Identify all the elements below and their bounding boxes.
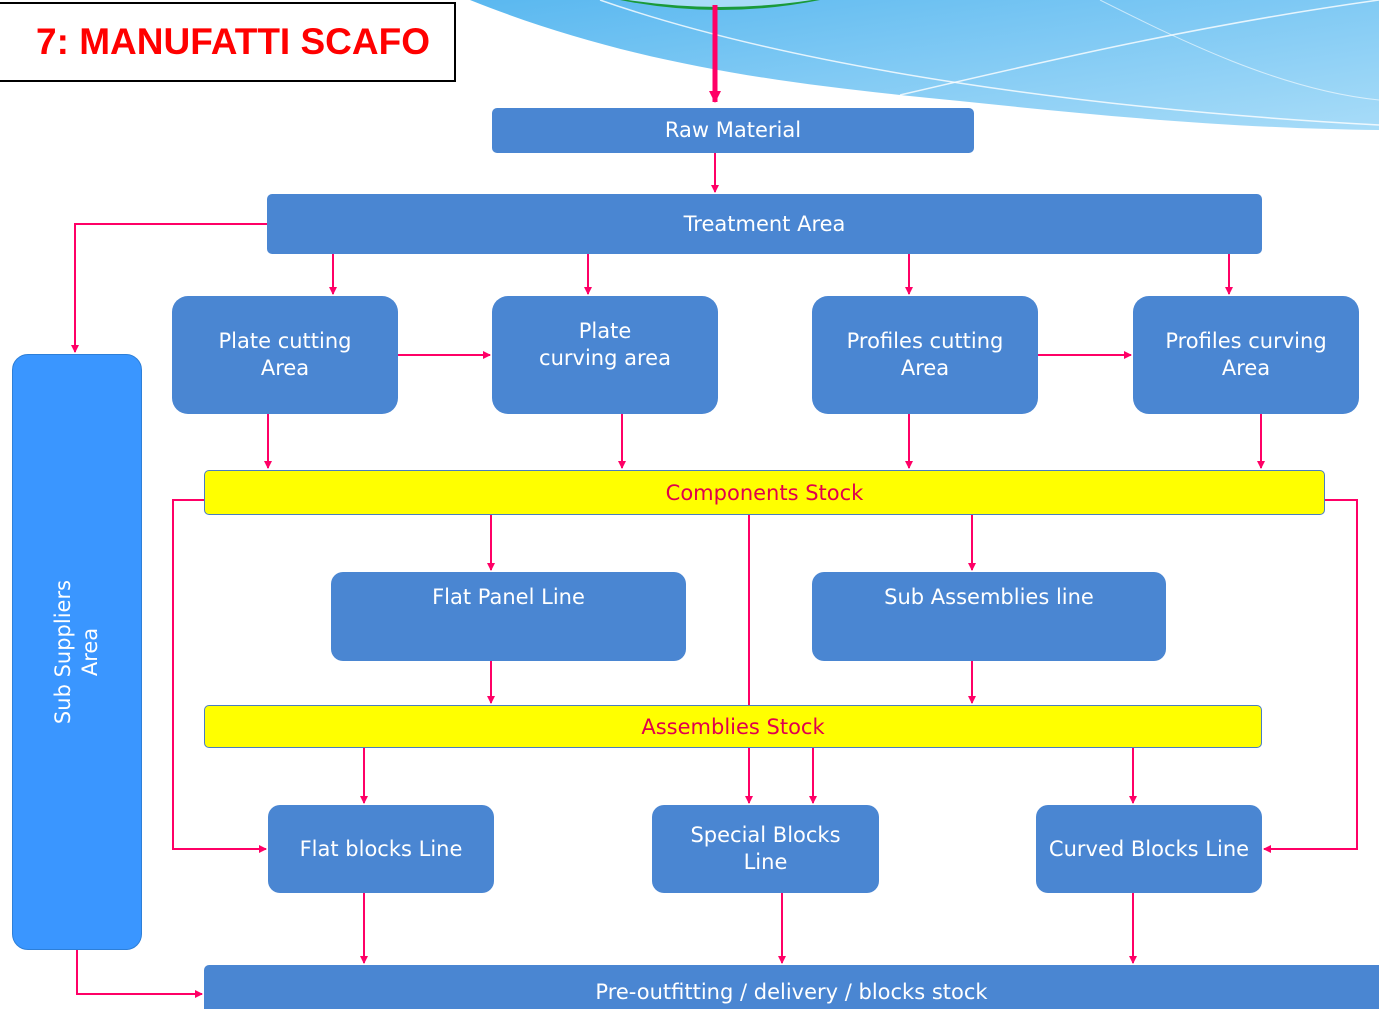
assemblies-stock-bar: Assemblies Stock xyxy=(204,705,1262,748)
curved-blocks-line-box: Curved Blocks Line xyxy=(1036,805,1262,893)
profiles-curving-label: Profiles curving Area xyxy=(1165,329,1327,380)
flat-panel-line-label: Flat Panel Line xyxy=(432,585,585,609)
slide-title: 7: MANUFATTI SCAFO xyxy=(0,2,456,82)
assemblies-stock-label: Assemblies Stock xyxy=(641,714,825,739)
pre-outfitting-bar: Pre-outfitting / delivery / blocks stock xyxy=(204,965,1379,1009)
treatment-area-box: Treatment Area xyxy=(267,194,1262,254)
flat-blocks-line-label: Flat blocks Line xyxy=(299,836,463,861)
curved-blocks-line-label: Curved Blocks Line xyxy=(1048,836,1250,861)
sub-suppliers-area-label: Sub Suppliers Area xyxy=(51,579,102,725)
profiles-curving-box: Profiles curving Area xyxy=(1133,296,1359,414)
treatment-area-label: Treatment Area xyxy=(683,211,846,236)
raw-material-label: Raw Material xyxy=(664,118,802,142)
profiles-cutting-label: Profiles cutting Area xyxy=(846,329,1004,380)
sub-assemblies-line-box: Sub Assemblies line xyxy=(812,572,1166,661)
plate-curving-label: Plate curving area xyxy=(539,319,671,370)
raw-material-box: Raw Material xyxy=(492,108,974,153)
plate-cutting-box: Plate cutting Area xyxy=(172,296,398,414)
sub-suppliers-area-box: Sub Suppliers Area xyxy=(12,354,142,950)
pre-outfitting-label: Pre-outfitting / delivery / blocks stock xyxy=(595,979,988,1004)
special-blocks-line-label: Special Blocks Line xyxy=(690,823,841,874)
sub-assemblies-line-label: Sub Assemblies line xyxy=(884,585,1094,609)
special-blocks-line-box: Special Blocks Line xyxy=(652,805,879,893)
header-wave-decoration xyxy=(470,0,1379,130)
components-stock-label: Components Stock xyxy=(665,480,864,505)
plate-curving-box: Plate curving area xyxy=(492,296,718,414)
profiles-cutting-box: Profiles cutting Area xyxy=(812,296,1038,414)
flat-panel-line-box: Flat Panel Line xyxy=(331,572,686,661)
plate-cutting-label: Plate cutting Area xyxy=(218,329,352,380)
components-stock-bar: Components Stock xyxy=(204,470,1325,515)
flat-blocks-line-box: Flat blocks Line xyxy=(268,805,494,893)
